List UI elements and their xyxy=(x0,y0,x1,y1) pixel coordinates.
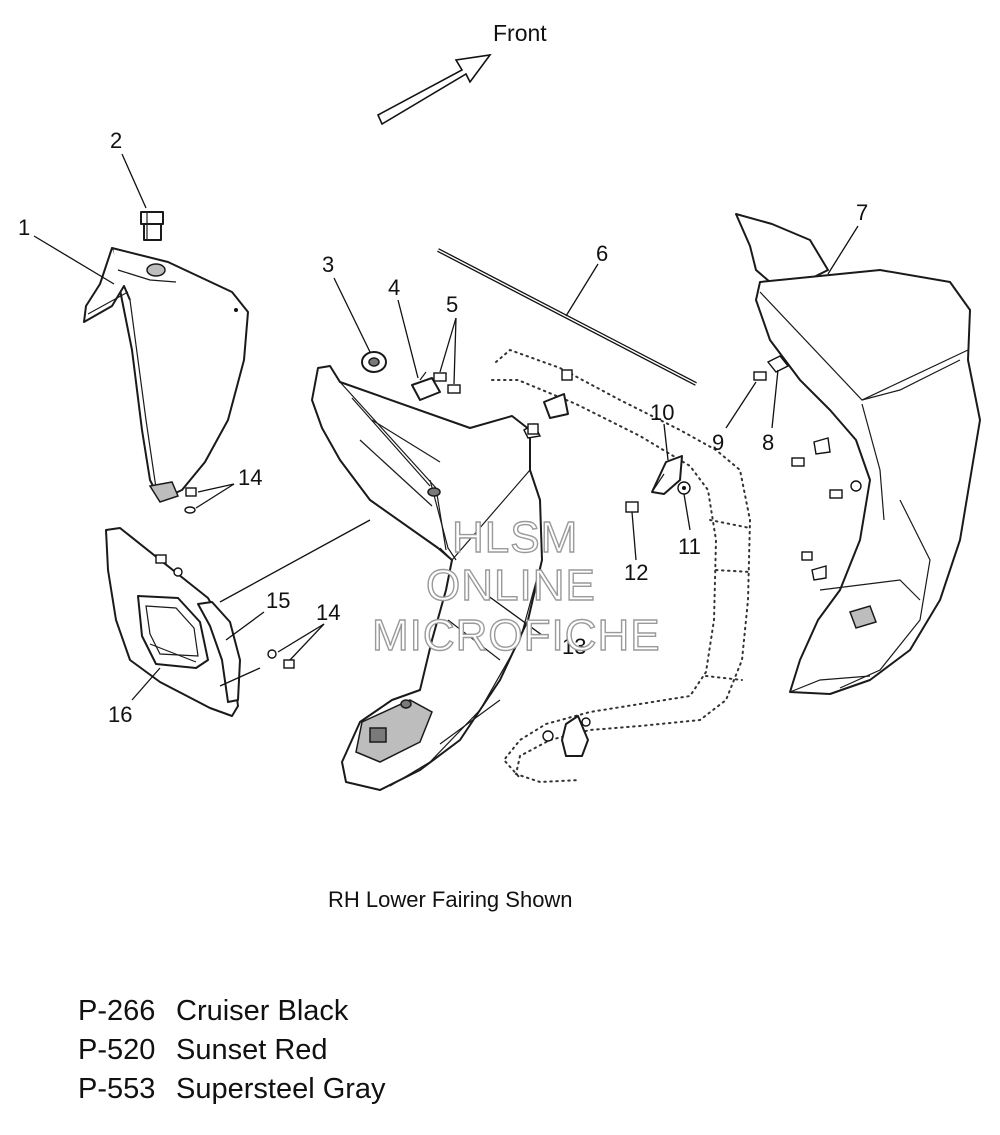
leader-lines xyxy=(33,153,859,701)
view-note: RH Lower Fairing Shown xyxy=(328,887,573,912)
callout-16: 16 xyxy=(108,702,132,727)
callout-12: 12 xyxy=(624,560,648,585)
callout-1: 1 xyxy=(18,215,30,240)
part-14-hardware-lower xyxy=(267,649,295,669)
part-1-inner-panel xyxy=(83,247,249,503)
watermark-line-2: ONLINE xyxy=(426,561,596,610)
callout-3: 3 xyxy=(322,252,334,277)
watermark-line-1: HLSM xyxy=(452,513,578,562)
paint-code: P-266 xyxy=(78,995,156,1027)
part-8-clip xyxy=(766,355,790,373)
front-direction-arrow xyxy=(376,53,492,126)
hardware-clamp-lower xyxy=(542,715,591,757)
callout-7: 7 xyxy=(856,200,868,225)
part-14-hardware-upper xyxy=(184,487,197,514)
part-15-gasket xyxy=(197,601,241,703)
part-11-nut xyxy=(677,481,691,495)
phantom-engine-guard xyxy=(491,348,752,784)
front-label: Front xyxy=(493,20,547,46)
callout-8: 8 xyxy=(762,430,774,455)
paint-name: Supersteel Gray xyxy=(176,1073,386,1105)
callout-9: 9 xyxy=(712,430,724,455)
paint-name: Sunset Red xyxy=(176,1034,328,1066)
callout-2: 2 xyxy=(110,128,122,153)
callout-13: 13 xyxy=(562,634,586,659)
paint-color-row: P-266 Cruiser Black xyxy=(78,995,678,1034)
watermark-line-3: MICROFICHE xyxy=(372,611,661,660)
callout-11: 11 xyxy=(678,534,701,559)
part-3-grommet xyxy=(361,351,387,373)
part-10-clamp xyxy=(651,455,683,495)
part-2-plug xyxy=(140,211,164,241)
callout-10: 10 xyxy=(650,400,674,425)
callout-14-upper: 14 xyxy=(238,465,262,490)
paint-color-list: P-266 Cruiser Black P-520 Sunset Red P-553… xyxy=(78,995,678,1112)
callout-4: 4 xyxy=(388,275,400,300)
callout-14-lower: 14 xyxy=(316,600,340,625)
part-4-clip xyxy=(411,371,441,401)
part-5-screws xyxy=(433,372,461,394)
part-16-lower-door xyxy=(105,527,239,717)
paint-code: P-553 xyxy=(78,1073,156,1105)
callout-15: 15 xyxy=(266,588,290,613)
paint-name: Cruiser Black xyxy=(176,995,349,1027)
part-7-upper-fairing xyxy=(735,213,981,695)
callout-5: 5 xyxy=(446,292,458,317)
paint-color-row: P-520 Sunset Red xyxy=(78,1034,678,1073)
part-12-screw xyxy=(625,501,639,513)
paint-color-row: P-553 Supersteel Gray xyxy=(78,1073,678,1112)
callout-6: 6 xyxy=(596,241,608,266)
hardware-clamp-upper xyxy=(527,369,573,435)
paint-code: P-520 xyxy=(78,1034,156,1066)
fairing-fasteners xyxy=(791,437,862,581)
part-9-screw xyxy=(753,371,767,381)
